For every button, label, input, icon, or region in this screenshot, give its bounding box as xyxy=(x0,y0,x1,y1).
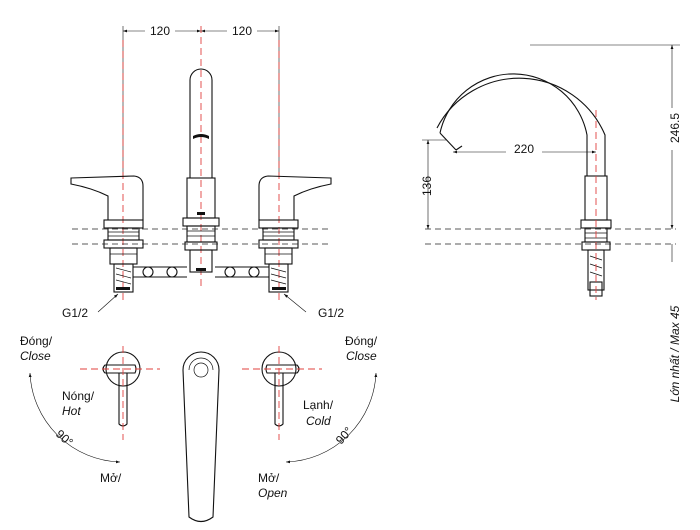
total-height-label: 246.5 xyxy=(668,113,682,143)
max-thickness-label: Lớn nhất / Max 45 xyxy=(668,305,682,402)
right-close-vi: Đóng/ xyxy=(345,334,378,348)
side-view: 220 136 246.5 Lớn nhất / Max 45 xyxy=(420,44,682,402)
left-close-en: Close xyxy=(20,349,51,363)
top-view: Đóng/ Close Nóng/ Hot 90° Mở/ Đóng/ Clos… xyxy=(20,334,378,523)
left-hot-vi: Nóng/ xyxy=(62,389,95,403)
left-close-vi: Đóng/ xyxy=(20,334,53,348)
right-thread-label: G1/2 xyxy=(318,306,344,320)
thread-callouts: G1/2 G1/2 xyxy=(62,293,344,320)
left-handle-top: Đóng/ Close Nóng/ Hot 90° Mở/ xyxy=(20,334,160,485)
left-angle: 90° xyxy=(53,427,76,450)
front-view: 120 120 xyxy=(62,22,344,320)
right-spacing-label: 120 xyxy=(232,24,252,38)
right-handle-top: Đóng/ Close Lạnh/ Cold 90° Mở/ Open xyxy=(242,334,378,500)
left-thread-label: G1/2 xyxy=(62,306,88,320)
right-angle: 90° xyxy=(333,424,356,447)
top-spacing-dimension: 120 120 xyxy=(122,22,280,176)
max-thickness-note: Lớn nhất / Max 45 xyxy=(668,244,682,402)
side-spout xyxy=(436,73,612,297)
reach-dimension: 220 xyxy=(453,142,596,156)
right-cold-vi: Lạnh/ xyxy=(303,398,334,412)
right-cold-en: Cold xyxy=(306,414,331,428)
left-hot-en: Hot xyxy=(62,404,81,418)
outlet-height-dimension: 136 xyxy=(420,139,446,229)
outlet-height-label: 136 xyxy=(420,176,434,196)
spout-top xyxy=(182,351,220,523)
total-height-dimension: 246.5 xyxy=(530,44,682,229)
left-valve-front xyxy=(70,175,144,293)
right-close-en: Close xyxy=(346,349,377,363)
front-spout xyxy=(182,68,220,273)
left-open-vi: Mở/ xyxy=(100,471,122,485)
right-open-vi: Mở/ xyxy=(258,471,280,485)
right-valve-front xyxy=(258,175,332,293)
left-spacing-label: 120 xyxy=(150,24,170,38)
right-open-en: Open xyxy=(258,486,288,500)
reach-label: 220 xyxy=(514,142,534,156)
connecting-hoses xyxy=(133,266,269,278)
